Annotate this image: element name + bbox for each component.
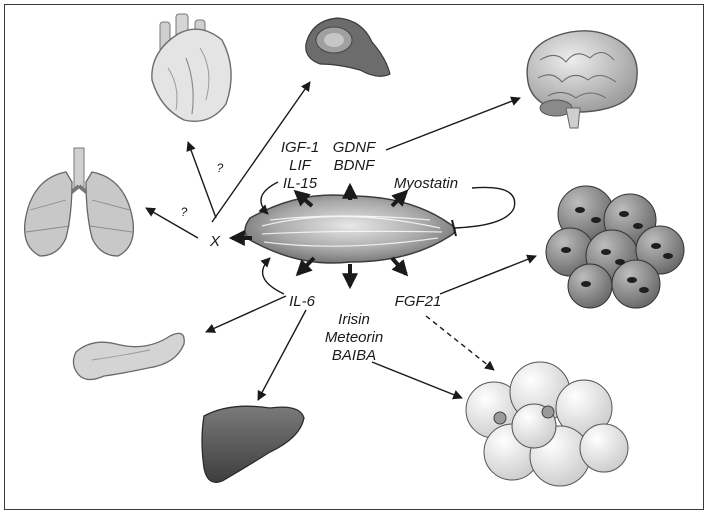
label-myostatin: Myostatin: [394, 175, 458, 192]
label-bdnf: BDNF: [334, 157, 376, 174]
muscle-out-arrow-se: [390, 256, 409, 277]
arrow-il6-to-pancreas: [205, 295, 287, 333]
lungs-illustration: [23, 147, 135, 257]
brown-adipose-illustration: [545, 185, 685, 309]
label-gdnf: GDNF: [333, 139, 376, 156]
label-x: X: [209, 233, 221, 250]
pancreas-illustration: [72, 332, 185, 381]
myostatin-inhibition-bar: [451, 219, 457, 237]
label-lif: LIF: [289, 157, 312, 174]
arrow-to-brain: [385, 96, 521, 151]
liver-illustration: [201, 405, 305, 483]
muscle-out-arrow-sw: [295, 256, 316, 277]
arrow-x-to-bone: [211, 81, 311, 223]
label-fgf21: FGF21: [395, 293, 442, 310]
label-meteorin: Meteorin: [325, 329, 383, 346]
arrow-x-to-lungs: [145, 207, 199, 239]
myostatin-feedback-loop: [453, 186, 516, 229]
label-irisin: Irisin: [338, 311, 370, 328]
label-igf1: IGF-1: [281, 139, 319, 156]
label-question-lung: ?: [181, 205, 188, 219]
muscle-out-arrow-nw: [293, 189, 314, 208]
label-il15: IL-15: [283, 175, 318, 192]
label-baiba: BAIBA: [332, 347, 376, 364]
brain-illustration: [526, 30, 638, 129]
arrow-il6-to-liver: [257, 309, 307, 401]
white-adipose-illustration: [465, 361, 629, 487]
arrow-fgf21-to-white-adipose: [425, 315, 495, 371]
skeletal-muscle-illustration: [244, 194, 456, 264]
label-il6: IL-6: [289, 293, 316, 310]
arrow-il15-to-muscle: [258, 181, 279, 215]
label-question-heart: ?: [217, 161, 224, 175]
arrow-x-to-heart: [186, 141, 217, 219]
arrow-to-white-adipose: [371, 361, 463, 400]
heart-illustration: [151, 13, 232, 122]
bone-illustration: [305, 17, 391, 77]
muscle-out-arrow-ne: [390, 189, 409, 208]
arrow-fgf21-to-brown-adipose: [439, 254, 537, 295]
arrow-il6-to-muscle: [260, 257, 285, 295]
